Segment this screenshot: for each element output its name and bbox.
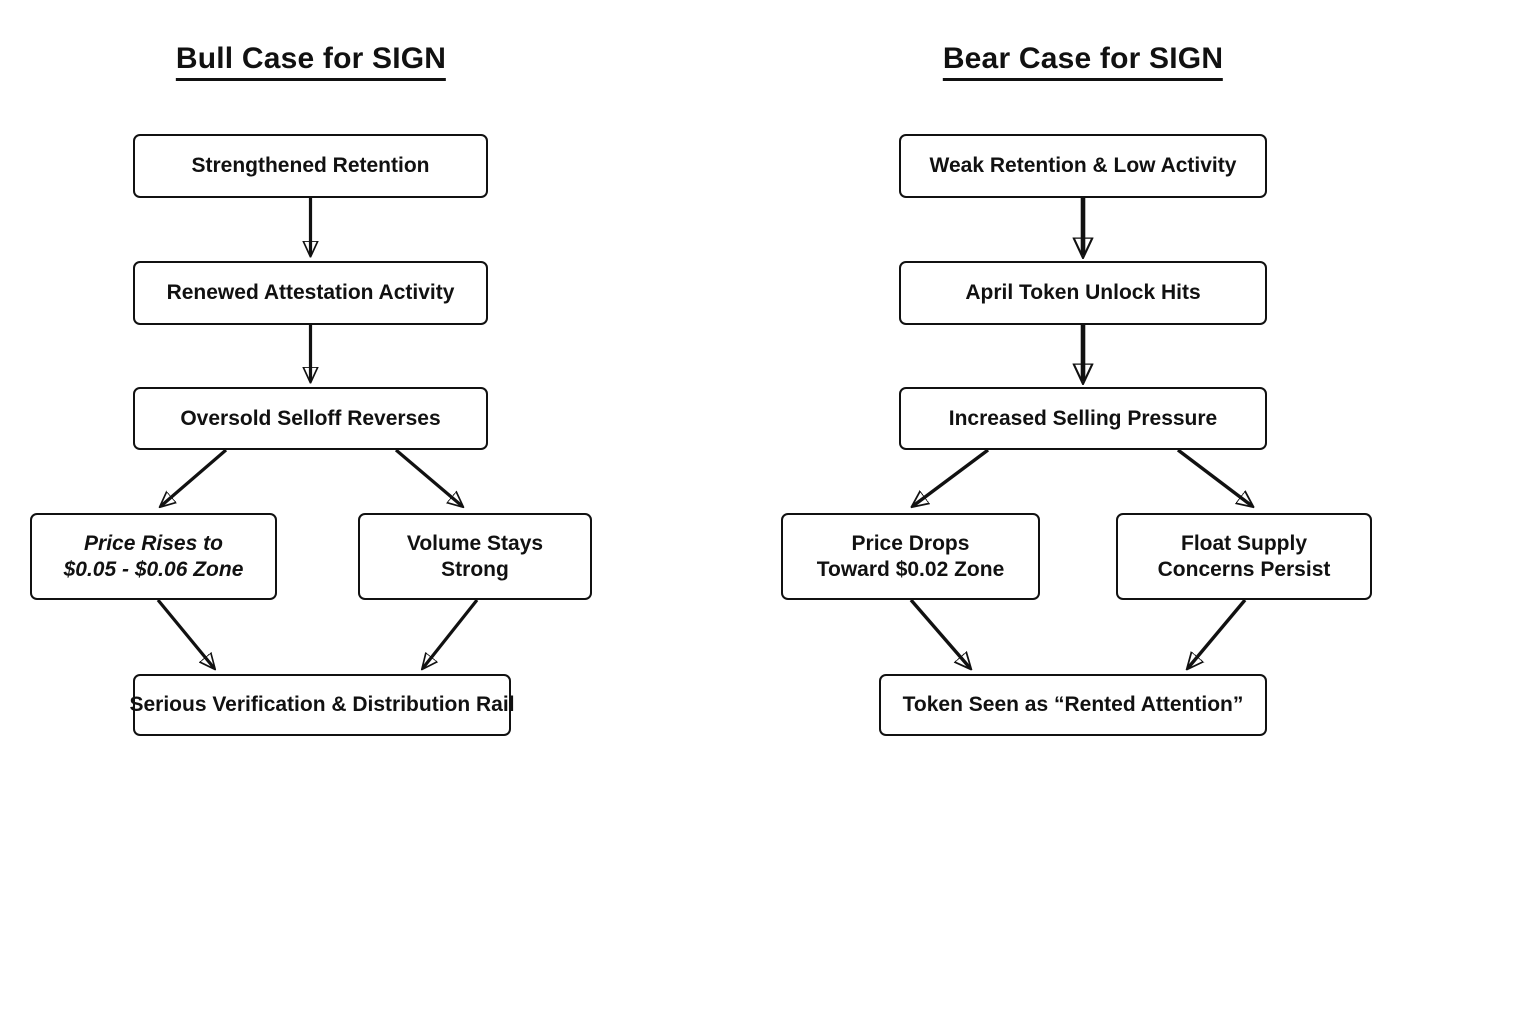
bear-case-title: Bear Case for SIGN (942, 43, 1224, 81)
node-strengthened-retention[interactable]: Strengthened Retention (133, 134, 488, 198)
node-april-token-unlock-hits[interactable]: April Token Unlock Hits (899, 261, 1267, 325)
node-label-line-1: Float Supply (1181, 531, 1307, 555)
edge-bull-3-to-4b (394, 448, 462, 506)
node-label: April Token Unlock Hits (965, 281, 1201, 305)
node-label: Serious Verification & Distribution Rail (129, 693, 515, 717)
bull-case-title: Bull Case for SIGN (175, 43, 447, 81)
node-renewed-attestation-activity[interactable]: Renewed Attestation Activity (133, 261, 488, 325)
edge-bull-4b-to-5 (423, 599, 479, 668)
edge-bear-4b-to-5 (1188, 598, 1247, 668)
node-float-supply-concerns-persist[interactable]: Float Supply Concerns Persist (1116, 513, 1372, 600)
node-label: Renewed Attestation Activity (166, 281, 455, 305)
edge-bear-3-to-4b (1176, 448, 1252, 506)
node-label-line-2: Concerns Persist (1157, 557, 1331, 581)
node-label: Strengthened Retention (191, 154, 430, 178)
node-label-line-2: Toward $0.02 Zone (816, 557, 1005, 581)
node-increased-selling-pressure[interactable]: Increased Selling Pressure (899, 387, 1267, 450)
edge-bear-3-to-4a (913, 448, 990, 506)
node-serious-verification-distribution-rail[interactable]: Serious Verification & Distribution Rail (129, 674, 515, 736)
edge-bull-3-to-4a (161, 448, 228, 506)
edge-bull-4a-to-5 (156, 598, 214, 668)
edge-bear-4a-to-5 (909, 598, 970, 668)
node-label-line-2: $0.05 - $0.06 Zone (63, 557, 244, 581)
node-label-line-2: Strong (441, 557, 509, 581)
node-price-drops-zone[interactable]: Price Drops Toward $0.02 Zone (781, 513, 1040, 600)
node-price-rises-zone[interactable]: Price Rises to $0.05 - $0.06 Zone (30, 513, 277, 600)
node-label-line-1: Price Rises to (84, 531, 223, 555)
node-volume-stays-strong[interactable]: Volume Stays Strong (358, 513, 592, 600)
node-label-line-1: Price Drops (851, 531, 970, 555)
node-token-seen-rented-attention[interactable]: Token Seen as “Rented Attention” (879, 674, 1267, 736)
node-label: Increased Selling Pressure (948, 406, 1218, 430)
node-label: Token Seen as “Rented Attention” (902, 693, 1244, 717)
node-label: Weak Retention & Low Activity (929, 154, 1237, 178)
node-label: Oversold Selloff Reverses (180, 406, 441, 430)
node-weak-retention-low-activity[interactable]: Weak Retention & Low Activity (899, 134, 1267, 198)
node-label-line-1: Volume Stays (406, 531, 544, 555)
node-oversold-selloff-reverses[interactable]: Oversold Selloff Reverses (133, 387, 488, 450)
